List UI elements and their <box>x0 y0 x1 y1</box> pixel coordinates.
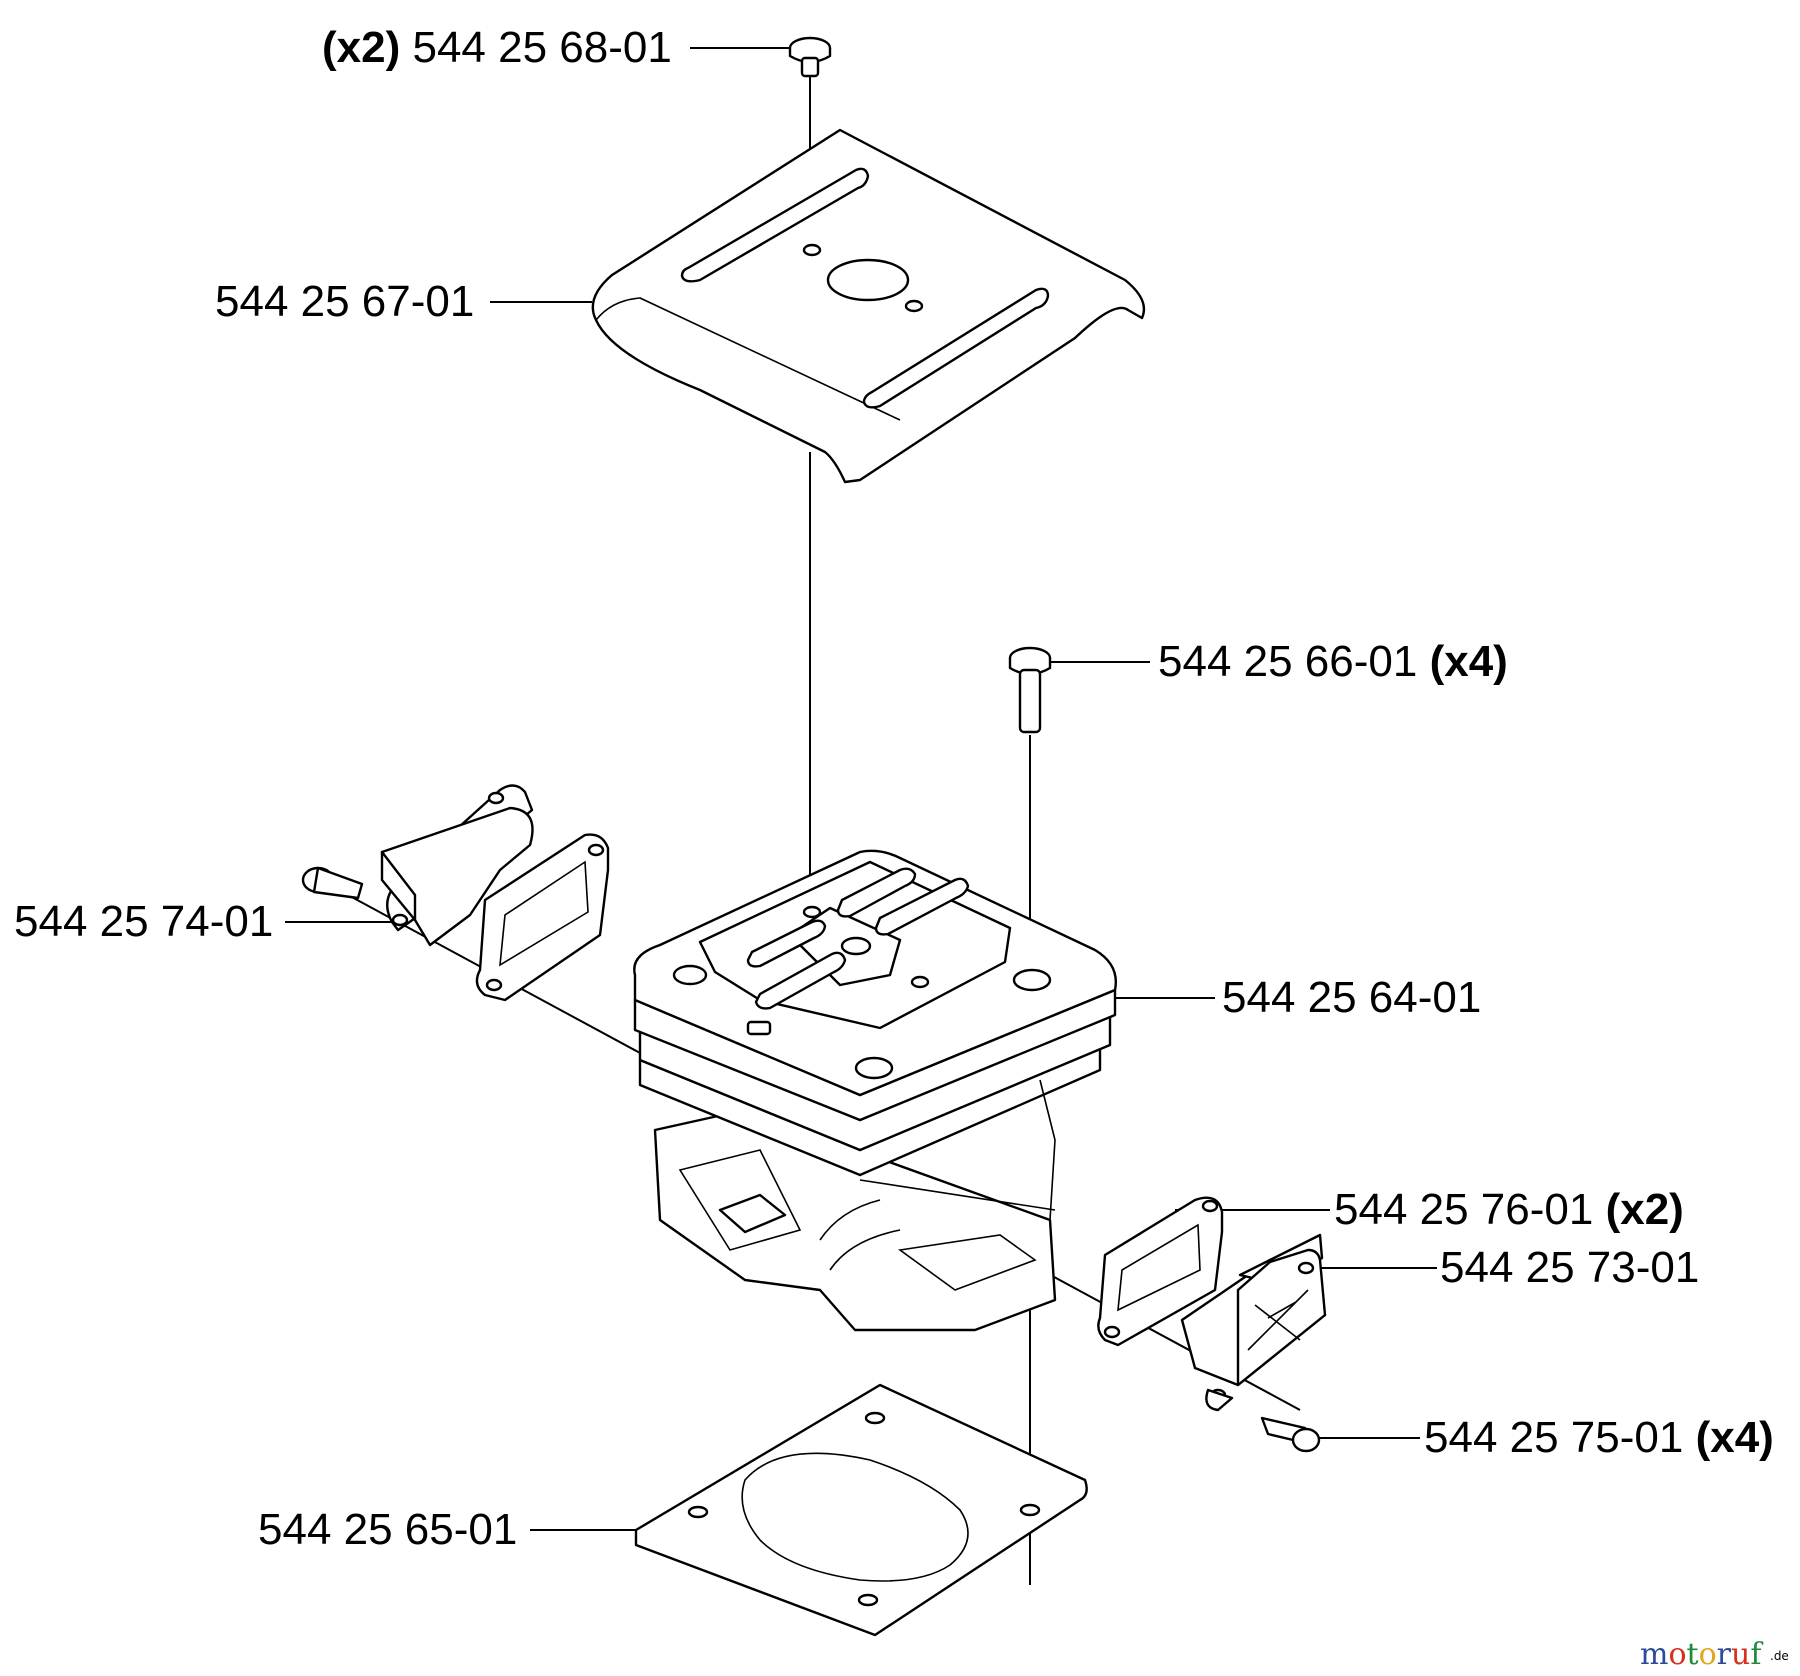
label-intake-block: 544 25 74-01 <box>14 897 273 946</box>
base-gasket-drawing <box>634 1383 1088 1637</box>
label-flange-gasket: 544 25 76-01 (x2) <box>1334 1185 1684 1234</box>
watermark-letter: f <box>1750 1637 1763 1672</box>
label-cover-screw: (x2) 544 25 68-01 <box>322 23 672 72</box>
svg-text:motoruf: motoruf <box>1640 1637 1763 1672</box>
cylinder-cover-drawing <box>591 128 1146 484</box>
flange-gasket-drawing <box>1097 1196 1224 1347</box>
label-flange-screw: 544 25 75-01 (x4) <box>1424 1413 1774 1462</box>
label-cylinder-cover: 544 25 67-01 <box>215 277 474 326</box>
intake-gasket-drawing <box>475 833 610 1002</box>
label-cylinder: 544 25 64-01 <box>1222 973 1481 1022</box>
svg-text:.de: .de <box>1770 1649 1789 1663</box>
watermark-letter: o <box>1668 1637 1686 1672</box>
watermark-letter: o <box>1699 1637 1717 1672</box>
watermark-logo: motoruf .de <box>1640 1637 1789 1672</box>
label-exhaust-block: 544 25 73-01 <box>1440 1243 1699 1292</box>
watermark-letter: r <box>1717 1637 1732 1672</box>
watermark-letter: u <box>1731 1637 1750 1672</box>
cover-screw-drawing <box>788 36 832 78</box>
intake-block-drawing <box>301 784 534 947</box>
label-cylinder-bolt: 544 25 66-01 (x4) <box>1158 637 1508 686</box>
cylinder-bolt-drawing <box>1008 646 1052 734</box>
watermark-letter: m <box>1640 1637 1668 1672</box>
watermark-letter: t <box>1687 1637 1699 1672</box>
exhaust-block-drawing <box>1180 1233 1327 1453</box>
cylinder-drawing <box>633 849 1117 1332</box>
label-base-gasket: 544 25 65-01 <box>258 1505 517 1554</box>
part-labels: (x2) 544 25 68-01 544 25 67-01 544 25 66… <box>14 23 1774 1554</box>
intake-screw <box>301 866 364 900</box>
flange-screw-drawing <box>1260 1416 1321 1453</box>
